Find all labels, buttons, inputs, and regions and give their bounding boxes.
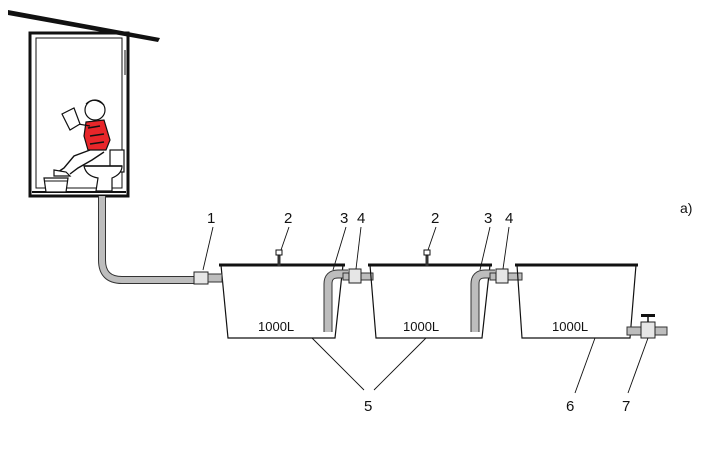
bucket bbox=[43, 177, 69, 193]
leader-lines bbox=[202, 226, 649, 394]
outlet-valve bbox=[626, 314, 668, 339]
label-4b: 4 bbox=[505, 210, 513, 227]
tank-1-capacity: 1000L bbox=[258, 319, 294, 334]
tank-1: 1000L bbox=[193, 249, 348, 339]
connector-2 bbox=[489, 268, 523, 284]
label-5: 5 bbox=[364, 398, 372, 415]
person-hair bbox=[85, 99, 105, 106]
tank-3: 1000L bbox=[515, 263, 638, 339]
book bbox=[61, 107, 81, 131]
toilet-bowl bbox=[83, 165, 123, 192]
label-2a: 2 bbox=[284, 210, 292, 227]
person-reading bbox=[53, 99, 111, 177]
label-3b: 3 bbox=[484, 210, 492, 227]
shirt-stripes bbox=[87, 125, 105, 145]
person-leg-lower bbox=[69, 151, 105, 175]
label-4a: 4 bbox=[357, 210, 365, 227]
tank-3-capacity: 1000L bbox=[552, 319, 588, 334]
label-1: 1 bbox=[207, 210, 215, 227]
toilet bbox=[83, 149, 125, 192]
label-2b: 2 bbox=[431, 210, 439, 227]
outhouse-wall-outline bbox=[28, 31, 130, 198]
person-feet bbox=[53, 169, 72, 177]
inlet-tee-fitting bbox=[193, 271, 209, 285]
outhouse-inner-wall bbox=[35, 37, 123, 189]
outhouse bbox=[8, 10, 160, 198]
label-6: 6 bbox=[566, 398, 574, 415]
label-3a: 3 bbox=[340, 210, 348, 227]
tank-2: 1000L bbox=[368, 249, 495, 339]
connector-1 bbox=[342, 268, 374, 284]
person-leg bbox=[57, 149, 91, 173]
inlet-pipe bbox=[98, 196, 196, 284]
figure-tag: a) bbox=[680, 200, 692, 216]
label-7: 7 bbox=[622, 398, 630, 415]
tank-2-capacity: 1000L bbox=[403, 319, 439, 334]
